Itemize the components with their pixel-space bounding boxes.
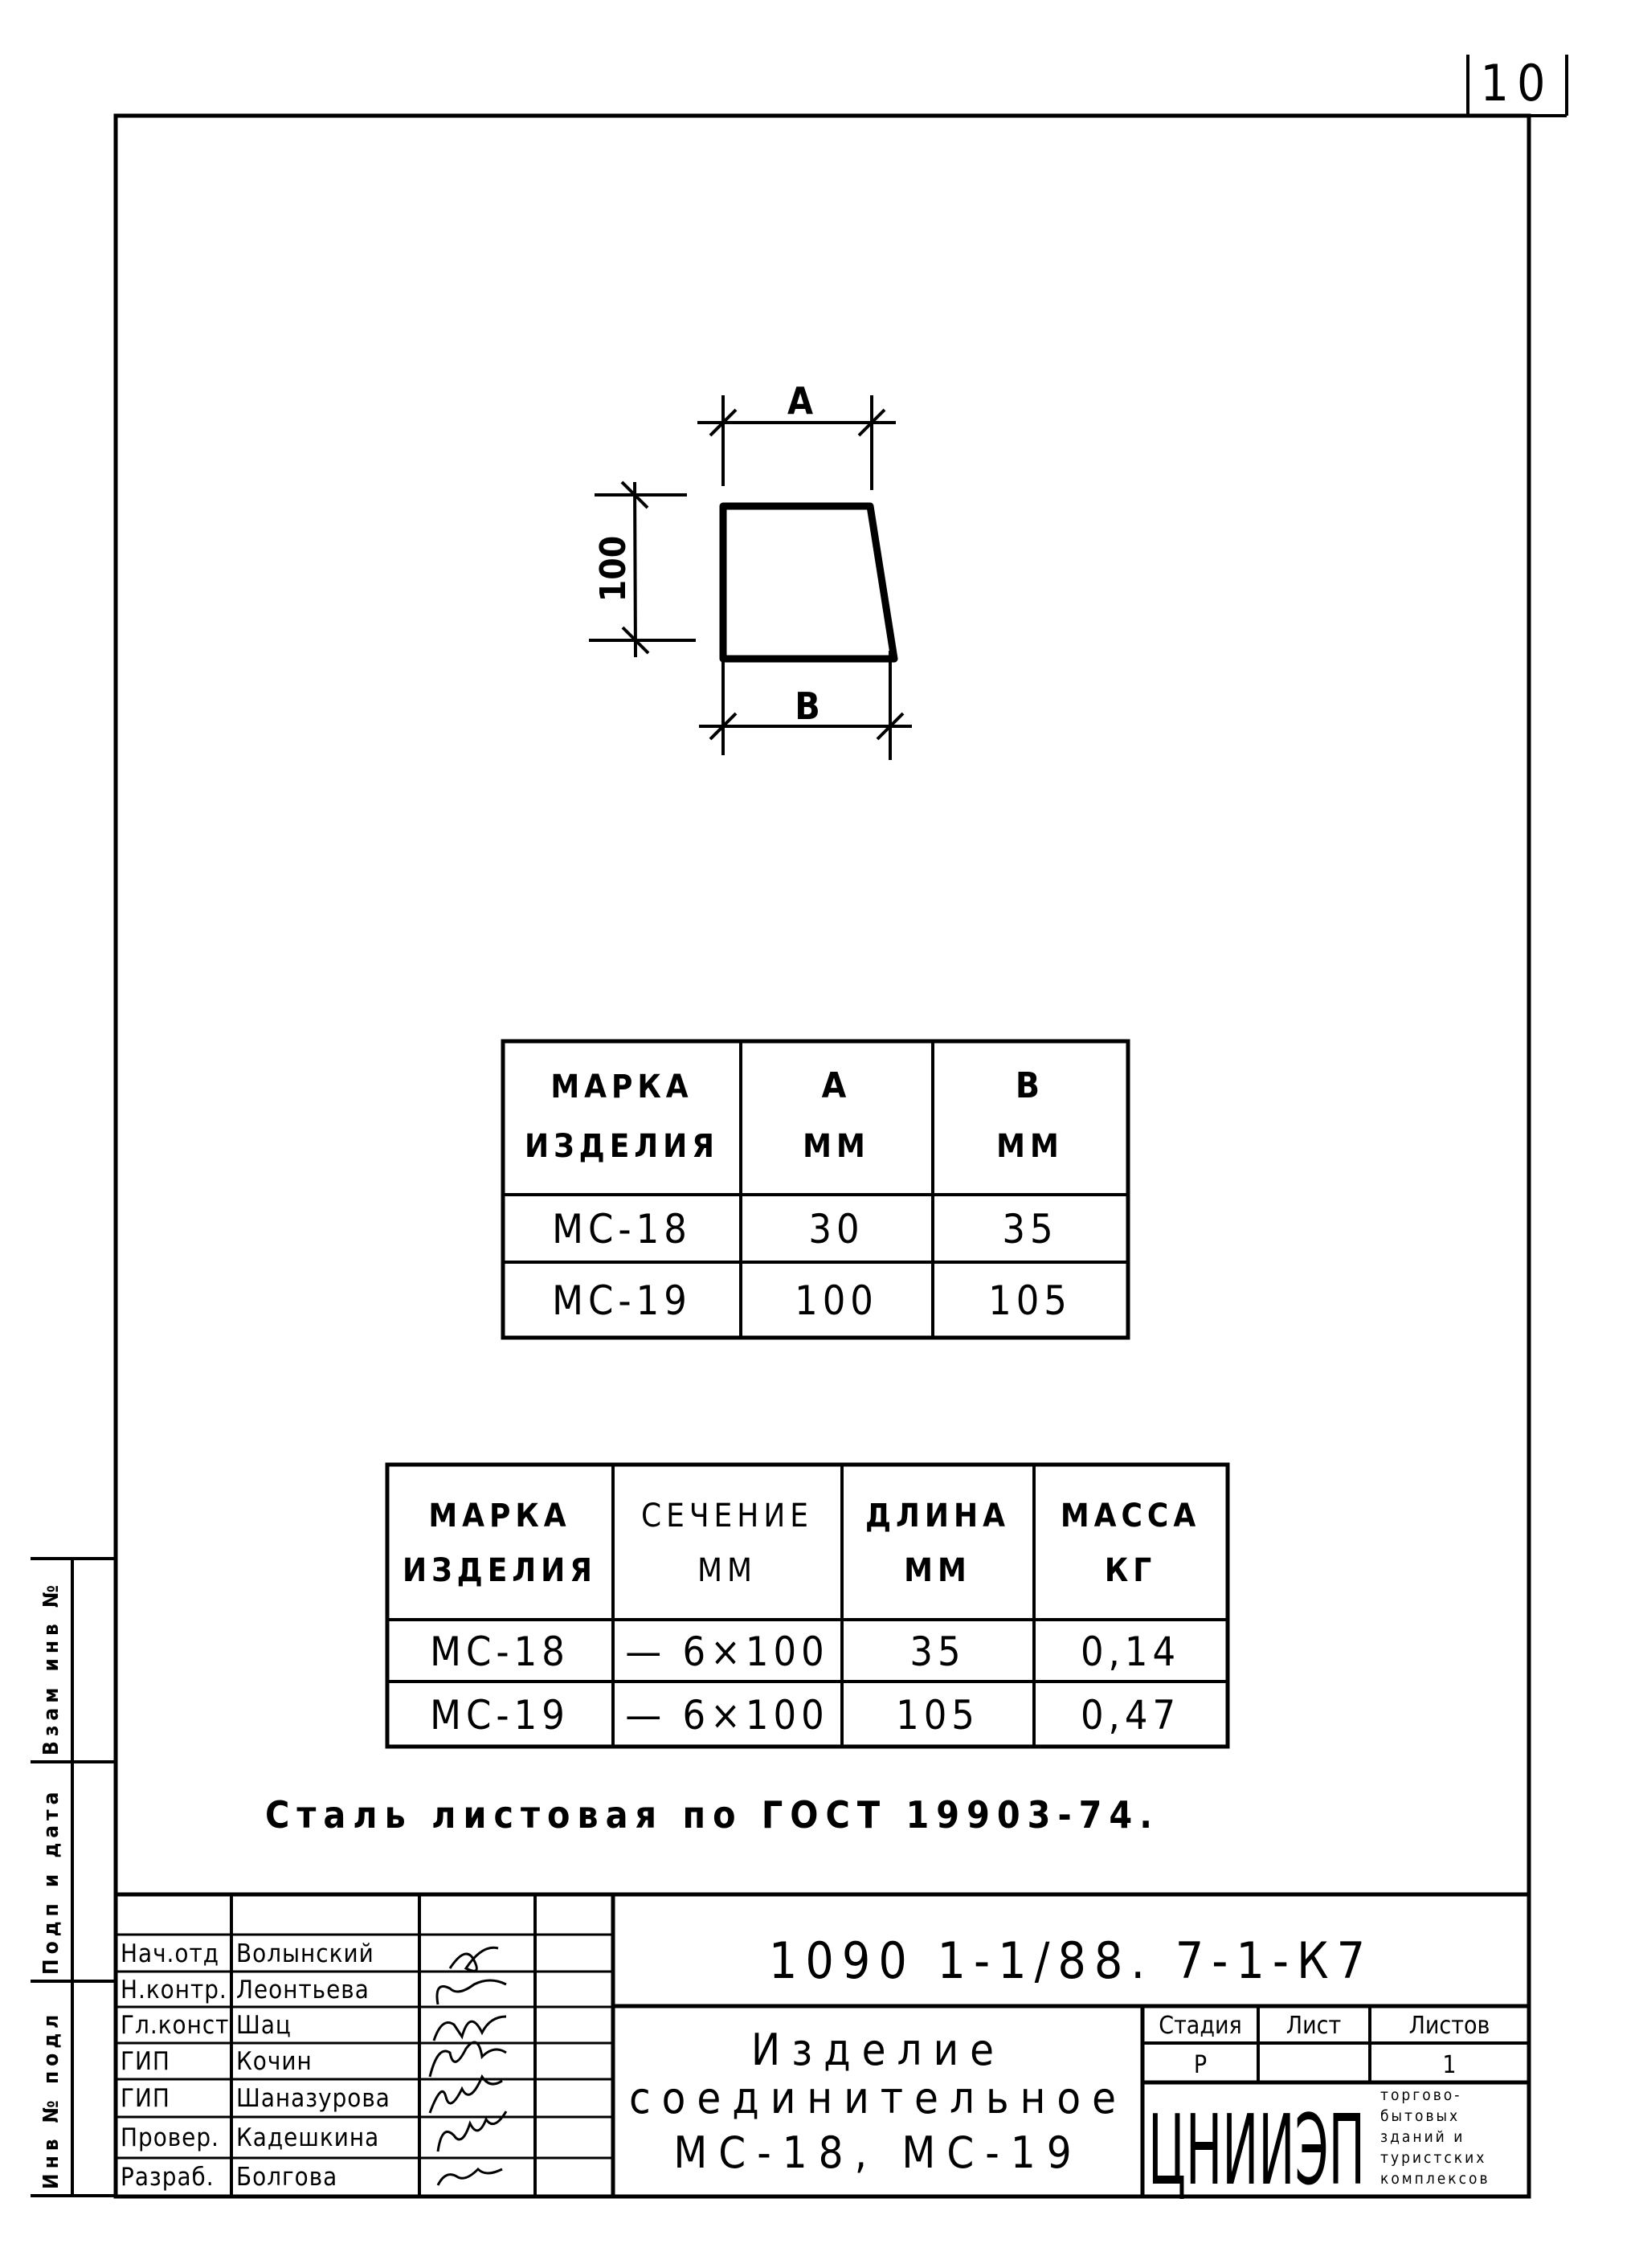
dimension-a [697, 395, 896, 490]
header-mark-sub: ИЗДЕЛИЯ [403, 1552, 597, 1589]
role: ГИП [121, 2084, 170, 2113]
stamp-replace-inv: Взам инв № [39, 1580, 63, 1755]
name: Шац [236, 2011, 292, 2040]
role: Н.контр. [121, 1976, 227, 2004]
header-section-unit: ММ [697, 1552, 757, 1589]
header-section: СЕЧЕНИЕ [641, 1498, 813, 1534]
material-note: Сталь листовая по ГОСТ 19903-74. [265, 1793, 1159, 1837]
stamp-inv-original: Инв № подл [39, 2010, 63, 2189]
dim-label-b: B [795, 684, 820, 728]
cell-mark: МС-18 [430, 1628, 570, 1675]
sheet-frame [113, 113, 1531, 2199]
sheets-label: Листов [1409, 2012, 1490, 2040]
header-b-unit: ММ [996, 1128, 1064, 1165]
header-a-unit: ММ [803, 1128, 870, 1165]
name: Шаназурова [236, 2084, 390, 2113]
sheet-label: Лист [1286, 2012, 1341, 2040]
role: Нач.отд [121, 1939, 219, 1968]
stamp-sign-date: Подп и дата [39, 1788, 63, 1975]
dimension-height [589, 480, 696, 658]
table-row: МС-18 — 6×100 35 0,14 [430, 1628, 1180, 1675]
stage-label: Стадия [1159, 2012, 1242, 2040]
dim-label-height: 100 [593, 536, 634, 603]
name: Кадешкина [236, 2123, 379, 2152]
signature [428, 2074, 503, 2114]
signature [428, 2041, 507, 2078]
signature [432, 2015, 507, 2041]
organization-logo: ЦНИИЭП [1148, 2095, 1365, 2207]
table-row: МС-18 30 35 [552, 1206, 1057, 1253]
cell-length: 35 [909, 1628, 965, 1675]
name: Леонтьева [236, 1976, 370, 2004]
signatures [428, 1946, 508, 2186]
dimensions-table: МАРКА ИЗДЕЛИЯ А ММ В ММ МС-18 30 35 МС-1… [501, 1039, 1130, 1340]
header-mass: МАССА [1061, 1498, 1200, 1534]
sheets-value: 1 [1442, 2051, 1456, 2079]
header-mark: МАРКА [550, 1069, 693, 1105]
cell-b: 105 [988, 1277, 1072, 1324]
title-line-1: Изделие [751, 2025, 1005, 2075]
cell-a: 100 [795, 1277, 878, 1324]
org-text-3: зданий и [1380, 2128, 1465, 2146]
cell-a: 30 [808, 1206, 864, 1253]
cell-mark: МС-19 [552, 1277, 692, 1324]
cell-mark: МС-18 [552, 1206, 692, 1253]
signatory-rows: Нач.отд Волынский Н.контр. Леонтьева Гл.… [121, 1939, 390, 2192]
stage-value: Р [1194, 2051, 1207, 2079]
side-stamp: Взам инв № Подп и дата Инв № подл [31, 1557, 116, 2197]
section-drawing [589, 395, 912, 760]
header-mark-sub: ИЗДЕЛИЯ [525, 1128, 719, 1165]
title-block: 1090 1-1/88. 7-1-К7 Изделие соединительн… [116, 1892, 1529, 2207]
name: Болгова [236, 2163, 337, 2192]
cell-mark: МС-19 [430, 1692, 570, 1739]
dimension-b [699, 651, 912, 760]
signature [435, 1979, 507, 2005]
trapezoid-section [719, 502, 898, 663]
org-text-5: комплексов [1380, 2170, 1490, 2188]
org-text-2: бытовых [1380, 2107, 1460, 2125]
signature [436, 2167, 503, 2186]
table-row: МС-19 — 6×100 105 0,47 [430, 1692, 1180, 1739]
cell-mass: 0,47 [1081, 1692, 1180, 1739]
cell-section: — 6×100 [625, 1692, 828, 1739]
role: ГИП [121, 2047, 170, 2076]
org-text-4: туристских [1380, 2149, 1486, 2167]
cell-section: — 6×100 [625, 1628, 828, 1675]
header-a: А [822, 1065, 852, 1106]
table-header: МАРКА ИЗДЕЛИЯ СЕЧЕНИЕ ММ ДЛИНА ММ МАССА … [403, 1498, 1200, 1589]
signature [436, 2111, 508, 2152]
role: Гл.конст [121, 2011, 229, 2040]
cell-b: 35 [1002, 1206, 1057, 1253]
header-length: ДЛИНА [865, 1498, 1010, 1534]
document-code: 1090 1-1/88. 7-1-К7 [769, 1931, 1373, 1990]
header-b: В [1016, 1065, 1044, 1106]
mass-table: МАРКА ИЗДЕЛИЯ СЕЧЕНИЕ ММ ДЛИНА ММ МАССА … [385, 1462, 1230, 1749]
title-line-2: соединительное [629, 2073, 1127, 2123]
dim-label-a: A [787, 379, 813, 423]
signature [448, 1946, 499, 1972]
cell-mass: 0,14 [1081, 1628, 1180, 1675]
table-header: МАРКА ИЗДЕЛИЯ А ММ В ММ [525, 1065, 1064, 1165]
name: Волынский [236, 1939, 374, 1968]
org-text-1: торгово- [1380, 2086, 1461, 2104]
cell-length: 105 [896, 1692, 979, 1739]
header-mark: МАРКА [428, 1498, 570, 1534]
name: Кочин [236, 2047, 313, 2076]
page-number-box: 10 [1466, 54, 1568, 117]
header-length-unit: ММ [904, 1552, 971, 1589]
table-row: МС-19 100 105 [552, 1277, 1072, 1324]
role: Провер. [121, 2123, 219, 2152]
header-mass-unit: КГ [1105, 1552, 1156, 1589]
role: Разраб. [121, 2163, 215, 2192]
title-line-3: МС-18, МС-19 [673, 2127, 1082, 2178]
page-number: 10 [1481, 54, 1554, 112]
